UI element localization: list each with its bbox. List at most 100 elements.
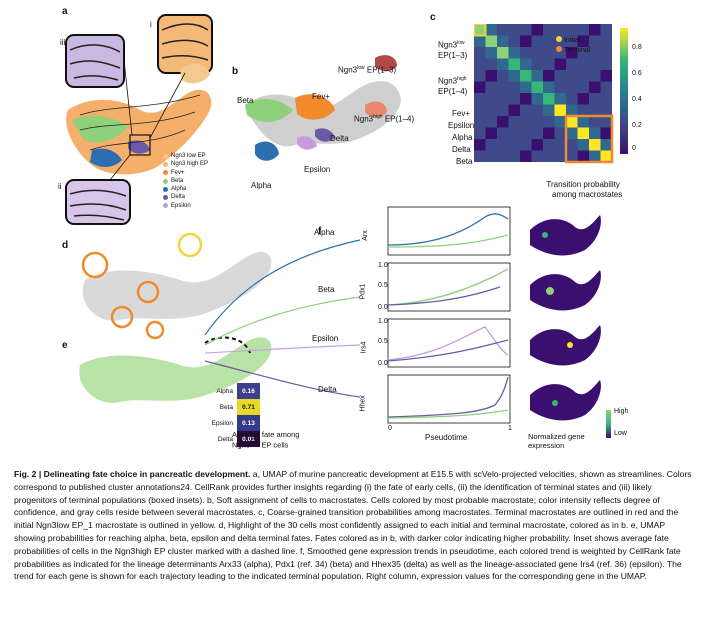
- c-colorbar: [620, 28, 628, 154]
- heatmap-cell: [520, 81, 532, 93]
- heatmap-cell: [531, 58, 543, 70]
- heatmap-cell: [497, 81, 509, 93]
- heatmap-cell: [508, 58, 520, 70]
- heatmap-cell: [589, 24, 601, 36]
- tick: 0.0: [378, 304, 388, 311]
- heatmap-cell: [485, 104, 497, 116]
- b-label-ngn3-low: Ngn3low EP(1–3): [338, 65, 397, 75]
- heatmap-cell: [520, 139, 532, 151]
- heatmap-cell: [520, 24, 532, 36]
- umap-alpha-region: [90, 148, 122, 167]
- heatmap-cell: [543, 47, 555, 59]
- heatmap-cell: [520, 47, 532, 59]
- heatmap-cell: [554, 104, 566, 116]
- heatmap-cell: [508, 47, 520, 59]
- b-label-fev: Fev+: [312, 92, 331, 101]
- d-circle-delta: [145, 320, 165, 340]
- heatmap-cell: [531, 35, 543, 47]
- heatmap-cell: [497, 24, 509, 36]
- heatmap-cell: [531, 116, 543, 128]
- caption-title: Fig. 2 | Delineating fate choice in panc…: [14, 469, 251, 479]
- x-tick-1: 1: [508, 425, 512, 432]
- heatmap-cell: [520, 70, 532, 82]
- heatmap-cell: [554, 70, 566, 82]
- heatmap-cell: [497, 58, 509, 70]
- c-row-epsilon: Epsilon: [448, 121, 475, 130]
- panel-d-e-umaps: [79, 232, 272, 403]
- heatmap-cell: [543, 104, 555, 116]
- inset-ii-label: ii: [58, 182, 62, 191]
- heatmap-cell: [577, 116, 589, 128]
- heatmap-cell: [543, 70, 555, 82]
- tick: 0.5: [378, 282, 388, 289]
- heatmap-cell: [543, 150, 555, 162]
- c-row-fev: Fev+: [452, 109, 471, 118]
- f-gene-hhex: Hhex: [359, 395, 367, 412]
- f-branch-delta: Delta: [318, 385, 337, 394]
- heatmap-cell: [600, 139, 612, 151]
- heatmap-cell: [531, 104, 543, 116]
- d-circle-beta: [81, 251, 109, 279]
- ep14-macrostate: [365, 101, 387, 118]
- f-gene-arx: Arx: [361, 230, 369, 241]
- heatmap-cell: [497, 104, 509, 116]
- c-legend-terminal: Terminal: [556, 46, 590, 54]
- f-gene-irs4: Irs4: [360, 341, 368, 354]
- initial-outline: [474, 24, 487, 37]
- heatmap-cell: [474, 139, 486, 151]
- heatmap-cell: [577, 47, 589, 59]
- cb-tick: 0.6: [632, 70, 642, 77]
- f-low: Low: [614, 430, 627, 437]
- heatmap-cell: [508, 104, 520, 116]
- d-circle-epsilon: [136, 280, 160, 304]
- heatmap-cell: [531, 139, 543, 151]
- heatmap-cell: [474, 47, 486, 59]
- heatmap-cell: [508, 70, 520, 82]
- heatmap-cell: [520, 116, 532, 128]
- heatmap-cell: [474, 93, 486, 105]
- heatmap-cell: [600, 35, 612, 47]
- heatmap-cell: [497, 150, 509, 162]
- panel-f-trends: [387, 206, 511, 424]
- f-xlabel: Pseudotime: [425, 433, 468, 442]
- delta-macrostate: [315, 128, 335, 142]
- heatmap-cell: [566, 104, 578, 116]
- heatmap-cell: [474, 24, 486, 36]
- heatmap-cell: [554, 116, 566, 128]
- f-high: High: [614, 408, 629, 415]
- inset-iii-streamlines: [69, 44, 121, 81]
- heatmap-cell: [474, 150, 486, 162]
- heatmap-cell: [566, 70, 578, 82]
- heatmap-cell: [577, 58, 589, 70]
- heatmap-cell: [577, 81, 589, 93]
- umap-delta-region: [128, 140, 150, 154]
- heatmap-cell: [589, 58, 601, 70]
- heatmap-cell: [508, 24, 520, 36]
- heatmap-cell: [485, 150, 497, 162]
- heatmap-cell: [474, 104, 486, 116]
- heatmap-cell: [508, 127, 520, 139]
- x-tick-0: 0: [388, 425, 392, 432]
- heatmap-cell: [577, 24, 589, 36]
- panel-a-legend: Ngn3 low EP Ngn3 high EP Fev+ Beta Alpha…: [163, 152, 208, 210]
- heatmap-cell: [566, 35, 578, 47]
- heatmap-cell: [508, 150, 520, 162]
- caption-body: a, UMAP of murine pancreatic development…: [14, 469, 692, 582]
- f-branch-epsilon: Epsilon: [312, 334, 339, 343]
- heatmap-cell: [600, 47, 612, 59]
- f-gene-pdx1: Pdx1: [359, 283, 367, 300]
- tick: 1.0: [378, 318, 388, 325]
- cb-tick: 0: [632, 145, 636, 152]
- heatmap-cell: [566, 127, 578, 139]
- heatmap-cell: [577, 150, 589, 162]
- heatmap-cell: [520, 93, 532, 105]
- inset-ii-box: [65, 179, 131, 225]
- heatmap-cell: [589, 93, 601, 105]
- heatmap-cell: [543, 93, 555, 105]
- f-branch-beta: Beta: [318, 285, 335, 294]
- heatmap-cell: [543, 58, 555, 70]
